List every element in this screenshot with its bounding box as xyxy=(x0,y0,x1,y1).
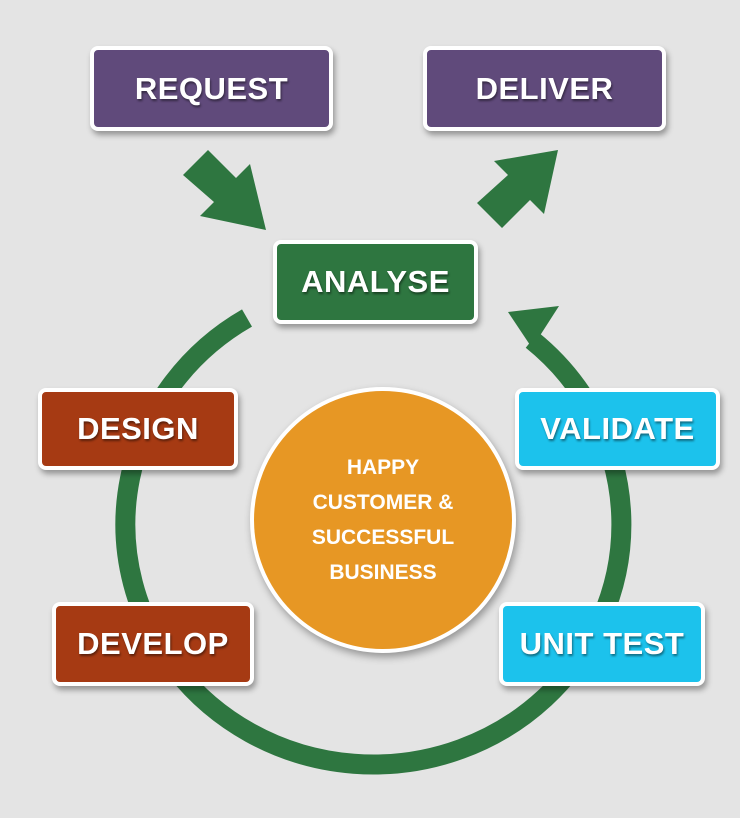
validate-box: VALIDATE xyxy=(515,388,720,470)
request-box: REQUEST xyxy=(90,46,333,131)
analyse-to-deliver-arrow xyxy=(477,150,558,228)
cycle-arrowhead xyxy=(508,306,559,348)
center-goal-circle: HAPPY CUSTOMER & SUCCESSFUL BUSINESS xyxy=(250,387,516,653)
design-box: DESIGN xyxy=(38,388,238,470)
develop-box: DEVELOP xyxy=(52,602,254,686)
center-line-2: CUSTOMER & xyxy=(312,491,454,514)
cycle-ring xyxy=(115,309,632,775)
center-line-1: HAPPY xyxy=(346,456,420,479)
analyse-box: ANALYSE xyxy=(273,240,478,324)
deliver-box: DELIVER xyxy=(423,46,666,131)
center-line-3: SUCCESSFUL xyxy=(311,526,455,549)
center-line-4: BUSINESS xyxy=(329,561,437,584)
unit-test-box: UNIT TEST xyxy=(499,602,705,686)
request-to-analyse-arrow xyxy=(183,150,266,230)
